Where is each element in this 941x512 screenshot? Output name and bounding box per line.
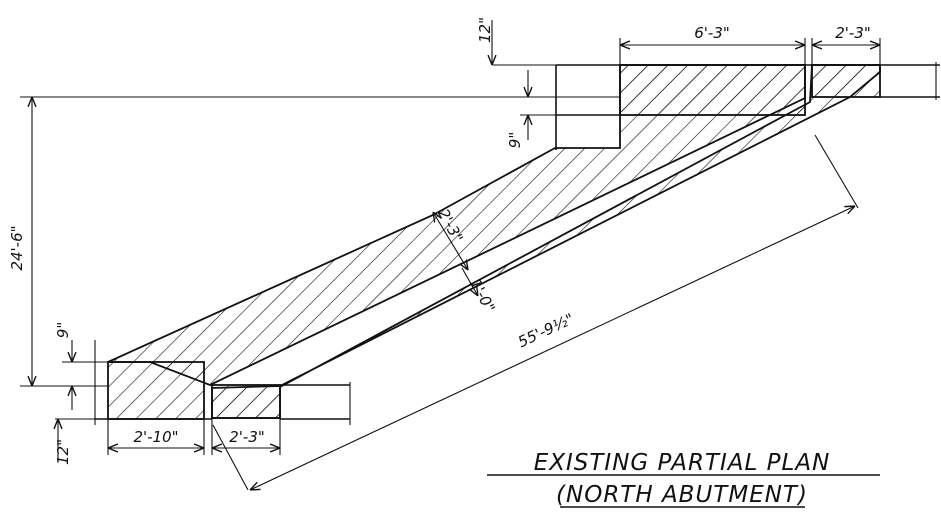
bottom-wing-block xyxy=(107,361,205,420)
top-wing-length-label: 6'-3" xyxy=(694,24,730,42)
skew-ext-bottom xyxy=(212,424,249,491)
bottom-thickness-label: 12" xyxy=(54,439,72,465)
drawing-subtitle: (NORTH ABUTMENT) xyxy=(556,482,808,508)
bottom-curb-block xyxy=(211,384,281,419)
skew-length-dim xyxy=(250,206,855,490)
bottom-offset-label: 9" xyxy=(54,322,72,338)
top-curb-width-label: 2'-3" xyxy=(835,24,871,42)
joint-gap-label: 1'-0" xyxy=(466,276,499,316)
skew-ext-top xyxy=(814,134,859,209)
top-slab-block xyxy=(619,64,806,116)
top-thickness-label: 12" xyxy=(476,17,494,43)
top-offset-label: 9" xyxy=(506,132,524,148)
bottom-wing-length-label: 2'-10" xyxy=(133,428,178,446)
overall-height-label: 24'-6" xyxy=(8,225,26,270)
skew-length-label: 55'-9½" xyxy=(515,310,577,352)
top-curb-block xyxy=(811,64,881,98)
bottom-curb-width-label: 2'-3" xyxy=(229,428,265,446)
drawing-title: EXISTING PARTIAL PLAN xyxy=(534,450,831,476)
